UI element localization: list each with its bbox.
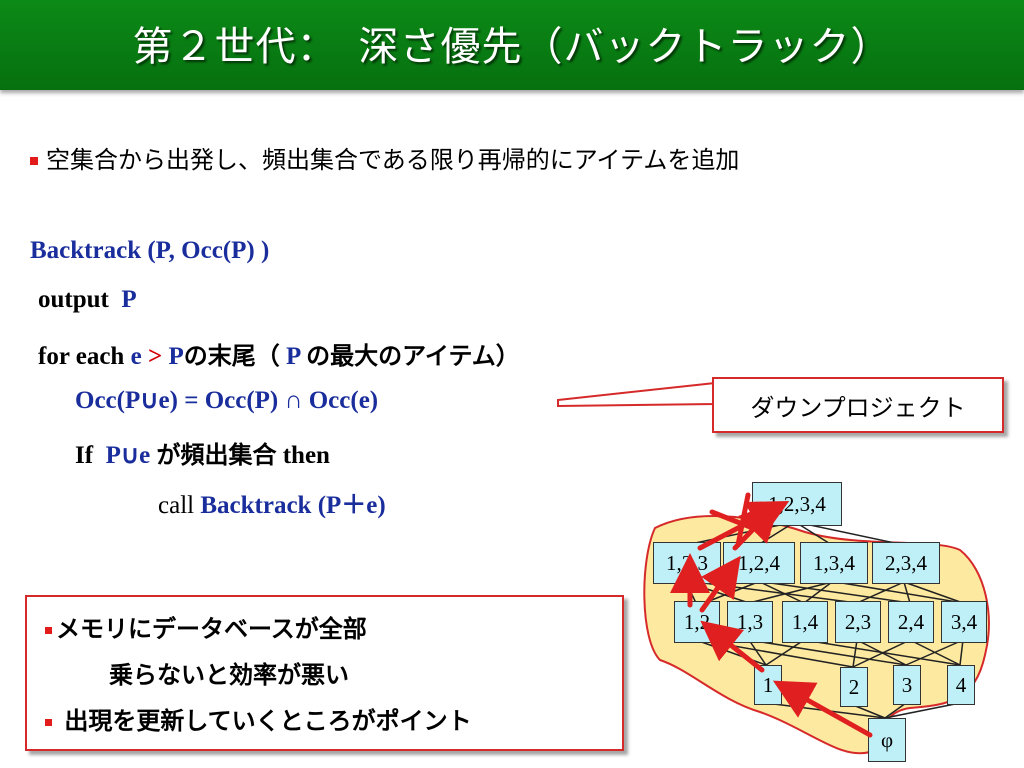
slide-title: 第２世代： 深さ優先（バックトラック） [132, 24, 892, 70]
node-234: 2,3,4 [872, 542, 940, 584]
intro-text: 空集合から出発し、頻出集合である限り再帰的にアイテムを追加 [46, 146, 740, 174]
for-each-keyword: for each [38, 343, 125, 370]
note-line-2: 乗らないと効率が悪い [109, 661, 349, 689]
code-line-1: Backtrack (P, Occ(P) ) [30, 237, 270, 264]
bullet-icon [45, 626, 52, 634]
node-34: 3,4 [941, 601, 987, 643]
node-24: 2,4 [888, 601, 934, 643]
loop-note-1: の末尾（ [183, 342, 280, 370]
node-empty-set: φ [868, 718, 906, 762]
if-note: が頻出集合 [156, 441, 277, 469]
code-line-2: output P [38, 286, 137, 314]
node-3: 3 [893, 665, 921, 705]
output-keyword: output [38, 286, 109, 313]
arrow-phi-to-1 [772, 680, 873, 738]
x-mark-line-2 [735, 492, 751, 548]
if-keyword: If [75, 442, 94, 469]
code-line-4: Occ(P∪e) = Occ(P) ∩ Occ(e) [75, 387, 379, 414]
code-line-5: If P∪e が頻出集合 then [75, 435, 330, 470]
if-var: P∪e [105, 442, 151, 469]
loop-var-p2: P [285, 343, 300, 370]
recursive-call: Backtrack (P＋e) [200, 492, 386, 519]
note-line-1: メモリにデータベースが全部 [45, 609, 367, 644]
call-keyword: call [158, 492, 195, 519]
intro-bullet: 空集合から出発し、頻出集合である限り再帰的にアイテムを追加 [30, 140, 739, 175]
node-4: 4 [947, 665, 975, 705]
loop-var-p: P [168, 343, 184, 370]
node-23: 2,3 [835, 601, 881, 643]
loop-note-2: の最大のアイテム） [306, 342, 520, 370]
output-var: P [121, 286, 137, 313]
loop-var-e: e [130, 343, 142, 370]
then-keyword: then [282, 442, 330, 469]
bullet-icon [30, 157, 38, 165]
arrow-1-to-12 [700, 620, 765, 673]
greater-than-symbol: > [147, 343, 163, 370]
node-134: 1,3,4 [800, 542, 868, 584]
arrow-12-to-124 [699, 555, 741, 613]
code-line-3: for each e > Pの末尾（ P の最大のアイテム） [38, 336, 520, 371]
title-bar: 第２世代： 深さ優先（バックトラック） [0, 0, 1024, 90]
bullet-icon [45, 718, 52, 726]
notes-box: メモリにデータベースが全部 乗らないと効率が悪い 出現を更新していくところがポイ… [25, 595, 624, 751]
code-line-6: call Backtrack (P＋e) [158, 485, 386, 521]
node-14: 1,4 [782, 601, 828, 643]
node-2: 2 [840, 667, 868, 707]
callout-text: ダウンプロジェクト [750, 393, 966, 422]
note-line-3: 出現を更新していくところがポイント [45, 701, 472, 736]
down-projection-callout: ダウンプロジェクト [712, 377, 1004, 433]
